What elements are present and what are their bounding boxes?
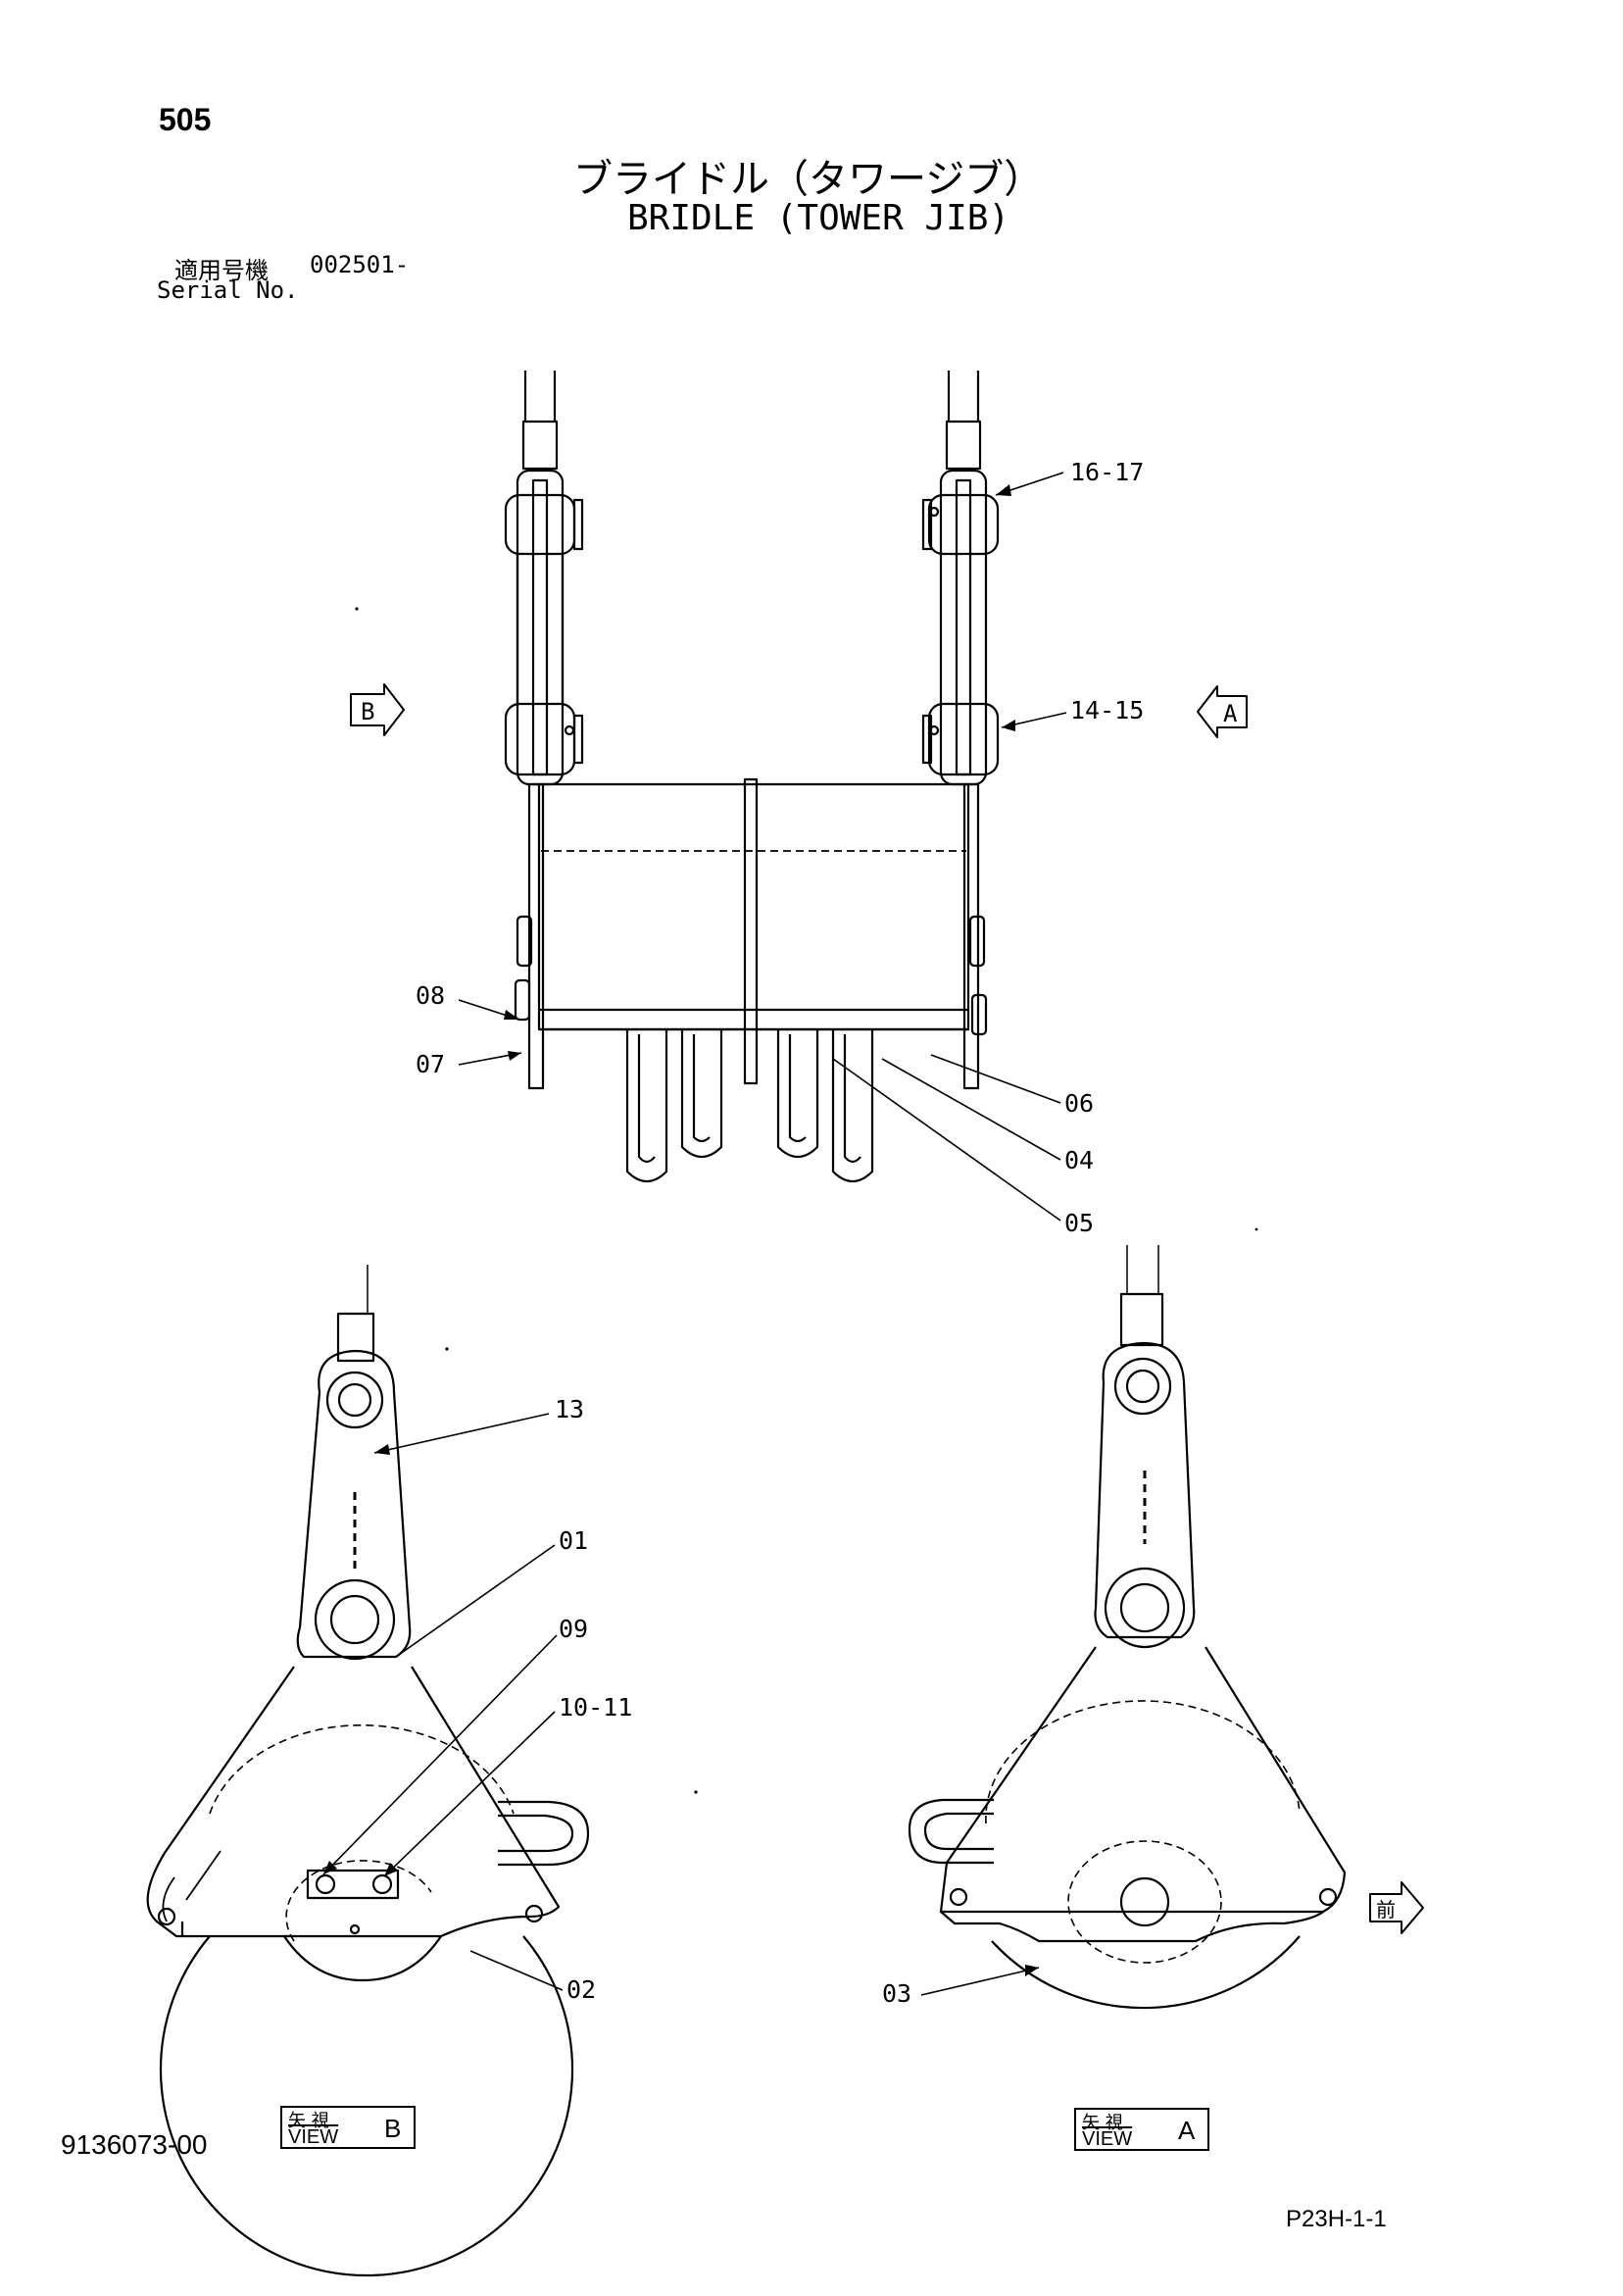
drawing-number: 9136073-00 [61,2129,208,2160]
view-label-a: 矢 視 VIEW A [1074,2108,1209,2151]
view-a-side-drawing [908,1245,1347,2010]
view-label-b: 矢 視 VIEW B [280,2106,416,2149]
callout-03: 03 [882,1979,911,2008]
stray-marks [355,607,1258,1794]
title-english: BRIDLE (TOWER JIB) [627,198,1010,238]
page-code: P23H-1-1 [1286,2206,1387,2232]
view-arrow-a-letter: A [1223,700,1238,727]
bridle-top-view [504,371,1000,1183]
view-b-side-drawing [146,1265,590,2277]
callout-13: 13 [555,1395,584,1423]
callout-16-17: 16-17 [1070,458,1144,486]
view-label-a-japanese: 矢 視 [1082,2113,1123,2133]
callout-06: 06 [1064,1089,1094,1118]
title-japanese: ブライドル（タワージブ） [573,157,1044,202]
callout-09: 09 [559,1615,588,1643]
view-label-a-english: VIEW [1082,2128,1133,2150]
view-label-a-letter: A [1178,2116,1196,2145]
view-label-b-japanese: 矢 視 [288,2111,329,2131]
callout-01: 01 [559,1526,588,1555]
view-direction-arrows: B A 前 [350,683,1424,1934]
callout-07: 07 [416,1050,445,1078]
callout-labels: 16-17 14-15 08 07 06 04 05 13 01 09 10-1… [416,458,1144,2008]
callout-05: 05 [1064,1209,1094,1237]
front-direction-arrow: 前 [1369,1881,1424,1934]
callout-10-11: 10-11 [559,1693,632,1722]
callout-14-15: 14-15 [1070,696,1144,724]
serial-label-japanese: 適用号機 [174,257,269,284]
serial-label-english: Serial No. [157,276,299,304]
callout-08: 08 [416,981,445,1010]
leader-arrowheads [323,484,1039,1976]
view-label-b-letter: B [384,2114,402,2143]
view-arrow-b-letter: B [361,698,374,725]
callout-04: 04 [1064,1146,1094,1174]
leader-lines [322,472,1067,1996]
view-label-b-english: VIEW [288,2126,339,2148]
front-direction-label: 前 [1376,1898,1396,1922]
page-number: 505 [159,102,212,137]
view-arrow-a: A [1197,685,1248,738]
serial-value: 002501- [310,251,410,278]
view-arrow-b: B [350,683,405,736]
callout-02: 02 [566,1975,596,2004]
